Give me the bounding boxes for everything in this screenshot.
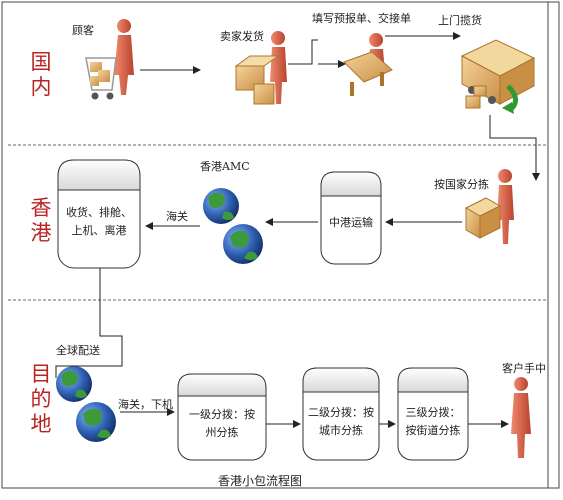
globe-hk-2: [223, 224, 263, 264]
box-sort-3-text: 三级分拨：按街道分拣: [405, 406, 461, 437]
globe-dest-1: [56, 366, 92, 402]
label-customs-hk: 海关: [166, 210, 188, 223]
label-customs-unload: 海关，下机: [118, 398, 173, 411]
box-sort-1: [177, 373, 267, 461]
region-domestic: 国内: [30, 50, 52, 99]
box-sort-2: [302, 367, 380, 461]
sorter-figure: [464, 169, 514, 244]
box-sort-2-text: 二级分拨：按城市分拣: [308, 406, 374, 437]
customer-figure: [85, 19, 134, 100]
arrow-hkops-global: [55, 268, 123, 378]
box-hk-ops: [57, 159, 141, 269]
label-seller-ships: 卖家发货: [220, 30, 264, 43]
label-hk-amc: 香港AMC: [200, 160, 250, 173]
globe-hk-1: [203, 188, 239, 224]
diagram-caption: 香港小包流程图: [218, 474, 303, 488]
box-cn-hk-text: 中港运输: [329, 216, 373, 229]
box-hk-ops-text: 收货、排舱、上机、离港: [66, 206, 132, 237]
globe-dest-2: [76, 402, 116, 442]
label-global-delivery: 全球配送: [56, 344, 100, 357]
label-pickup: 上门揽货: [438, 14, 482, 27]
recipient-figure: [511, 377, 531, 458]
box-cn-hk: [320, 171, 382, 265]
diagram-border: [1, 1, 560, 489]
region-destination: 目的地: [30, 362, 52, 436]
truck-figure: [460, 39, 536, 114]
label-fill-forms: 填写预报单、交接单: [312, 12, 411, 25]
arrow-pickup-sort: [489, 115, 540, 181]
label-sort-by-country: 按国家分拣: [434, 178, 489, 191]
label-customer: 顾客: [72, 24, 94, 37]
seller-figure: [234, 31, 287, 105]
box-sort-3: [397, 367, 469, 461]
region-hongkong: 香港: [30, 196, 52, 245]
forms-figure: [343, 33, 393, 96]
box-sort-1-text: 一级分拨：按州分拣: [189, 408, 255, 439]
label-customer-hand: 客户手中: [502, 362, 546, 375]
